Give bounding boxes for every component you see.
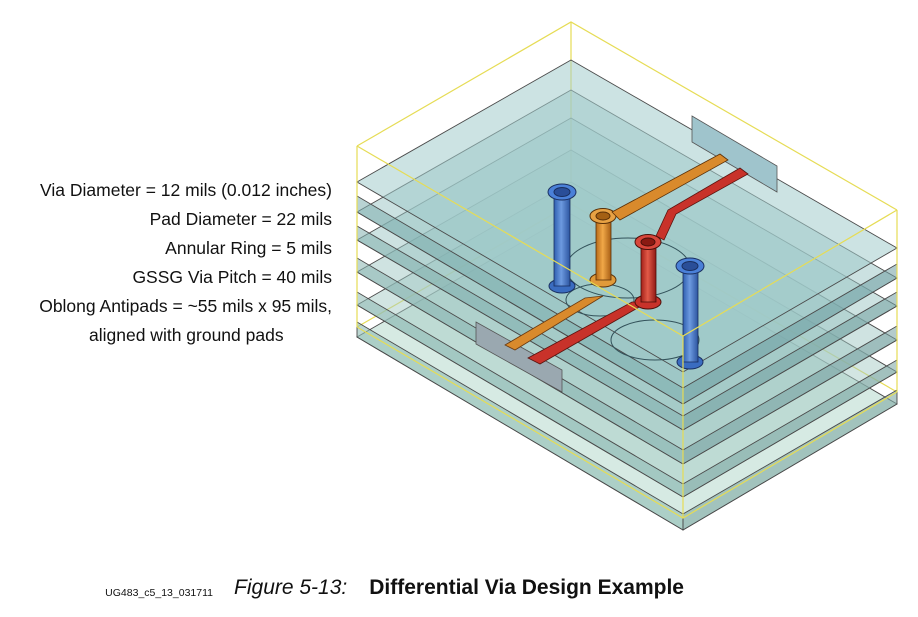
- signal-via-n: [634, 234, 662, 310]
- layer-bottom-side-right: [682, 389, 898, 531]
- figure-caption: Figure 5-13: Differential Via Design Exam…: [0, 576, 918, 600]
- spec-antipads: Oblong Antipads = ~55 mils x 95 mils,: [39, 296, 332, 316]
- spec-via-pitch: GSSG Via Pitch = 40 mils: [132, 267, 332, 287]
- signal-via-p: [589, 208, 617, 288]
- caption-title: Differential Via Design Example: [369, 576, 684, 599]
- pcb-layer-stack: [356, 59, 898, 531]
- figure-id: UG483_c5_13_031711: [105, 587, 213, 599]
- port-front: [475, 321, 563, 393]
- trace-top-orange: [611, 153, 729, 221]
- spec-annular-ring: Annular Ring = 5 mils: [165, 238, 332, 258]
- spec-antipads-continued: aligned with ground pads: [89, 325, 284, 345]
- trace-top-red: [655, 167, 749, 241]
- bounding-box-front: [356, 145, 898, 519]
- caption-number: Figure 5-13:: [234, 576, 348, 599]
- spec-via-diameter: Via Diameter = 12 mils (0.012 inches): [40, 180, 332, 200]
- trace-bottom-orange: [504, 295, 604, 351]
- port-back: [691, 115, 778, 193]
- spec-pad-diameter: Pad Diameter = 22 mils: [149, 209, 332, 229]
